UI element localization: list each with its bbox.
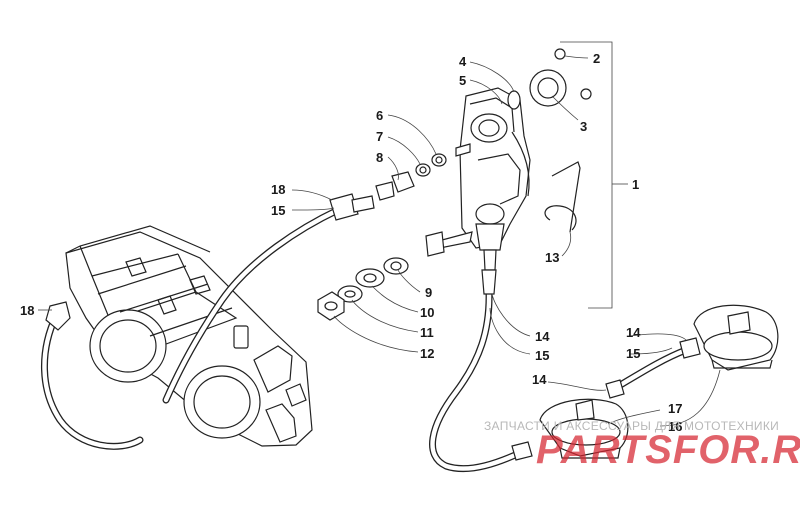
callout-14-lower: 14	[532, 372, 547, 387]
callout-9: 9	[425, 285, 432, 300]
callout-labels: 2 3 4 5 6 7 8 1 18 15 13 9 18 10 11 12 1…	[20, 51, 682, 434]
callout-7: 7	[376, 129, 383, 144]
fuel-hoses	[40, 206, 690, 473]
assembly-bracket	[560, 41, 613, 309]
callout-18-left: 18	[20, 303, 34, 318]
callout-18-upper: 18	[271, 182, 285, 197]
callout-3: 3	[580, 119, 587, 134]
callout-2: 2	[593, 51, 600, 66]
callout-11: 11	[420, 325, 434, 340]
callout-15-right: 15	[626, 346, 640, 361]
callout-5: 5	[459, 73, 466, 88]
fittings-and-washers	[45, 153, 497, 331]
callout-17: 17	[668, 401, 682, 416]
callout-4: 4	[459, 54, 467, 69]
callout-10: 10	[420, 305, 434, 320]
callout-14-right: 14	[626, 325, 641, 340]
watermark-logo: PARTSFOR.RU	[536, 428, 800, 472]
fuel-pump-body	[425, 48, 592, 271]
watermark-caption: ЗАПЧАСТИ И АКСЕССУАРЫ ДЛЯ МОТОТЕХНИКИ	[484, 419, 780, 433]
pressure-regulators	[511, 304, 779, 461]
callout-16: 16	[668, 419, 682, 434]
callout-6: 6	[376, 108, 383, 123]
callout-15-center: 15	[535, 348, 549, 363]
throttle-body-assembly	[65, 225, 313, 447]
callout-8: 8	[376, 150, 383, 165]
callout-12: 12	[420, 346, 434, 361]
callout-1: 1	[632, 177, 639, 192]
callout-15-upper: 15	[271, 203, 285, 218]
callout-14-center: 14	[535, 329, 550, 344]
callout-13: 13	[545, 250, 559, 265]
leader-lines	[38, 55, 721, 427]
